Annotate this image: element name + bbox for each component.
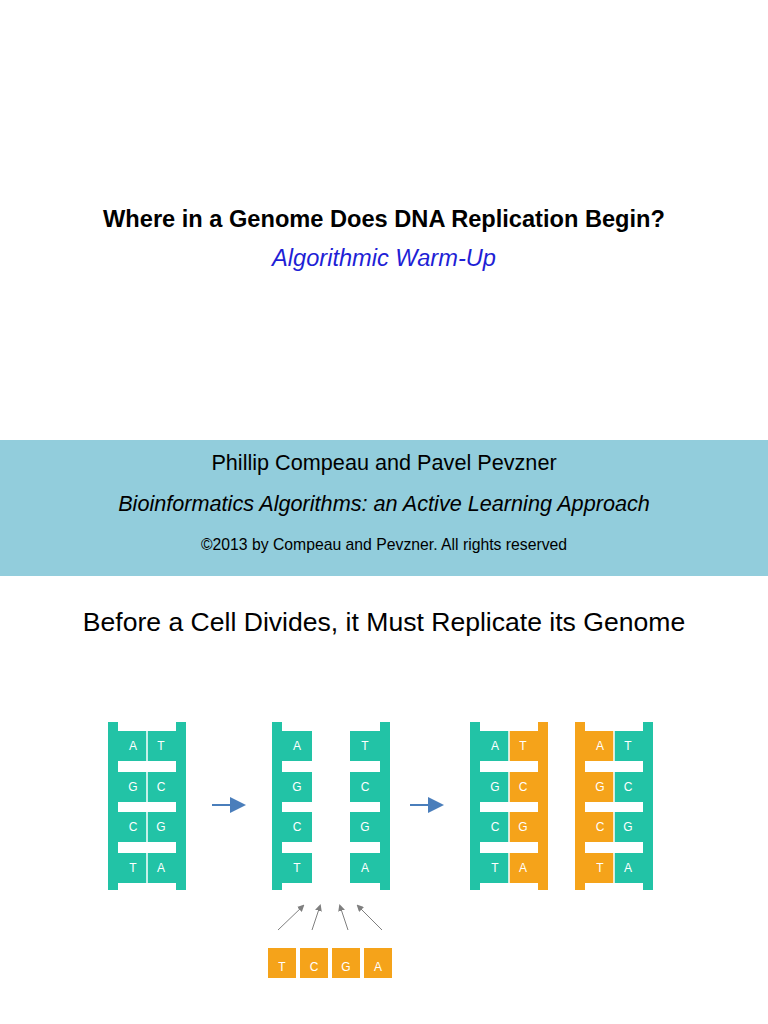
base-letter: C [618,780,638,794]
base-letter: C [123,820,143,834]
base-letter: T [355,739,375,753]
base-block [147,772,176,802]
pair-split [508,853,510,883]
base-letter: G [485,780,505,794]
base-letter: G [336,960,356,974]
base-block [585,772,614,802]
base-block [480,731,509,761]
base-letter: A [123,739,143,753]
base-block [480,853,509,883]
base-letter: C [304,960,324,974]
base-block [509,772,538,802]
base-block [350,853,380,883]
band-text: Phillip Compeau and Pavel Pevzner [0,450,768,476]
base-block [268,948,296,978]
base-block [118,772,147,802]
base-block [509,731,538,761]
pair-split [613,731,615,761]
base-letter: A [287,739,307,753]
pair-split [146,853,148,883]
base-letter: T [123,861,143,875]
base-block [509,853,538,883]
base-letter: C [355,780,375,794]
base-letter: G [355,820,375,834]
base-block [118,812,147,842]
base-letter: G [618,820,638,834]
pair-split [613,772,615,802]
base-block [614,853,643,883]
base-letter: T [590,861,610,875]
base-letter: A [618,861,638,875]
base-block [480,812,509,842]
base-letter: A [590,739,610,753]
base-block [332,948,360,978]
pair-split [146,772,148,802]
pair-split [508,812,510,842]
author-band: Phillip Compeau and Pavel PevznerBioinfo… [0,440,768,576]
slide-title: Where in a Genome Does DNA Replication B… [0,206,768,233]
base-block [118,731,147,761]
base-block [118,853,147,883]
base-block [585,853,614,883]
base-block [585,731,614,761]
base-block [147,731,176,761]
base-letter: C [287,820,307,834]
base-letter: C [590,820,610,834]
base-block [585,812,614,842]
base-letter: C [513,780,533,794]
pair-split [146,731,148,761]
base-block [147,853,176,883]
base-letter: C [151,780,171,794]
pair-split [613,853,615,883]
base-block [282,731,312,761]
base-letter: A [355,861,375,875]
base-letter: G [123,780,143,794]
base-letter: A [485,739,505,753]
base-letter: G [287,780,307,794]
base-letter: C [485,820,505,834]
base-letter: A [368,960,388,974]
pair-split [508,731,510,761]
slide-subtitle: Algorithmic Warm-Up [0,245,768,272]
slide-heading: Before a Cell Divides, it Must Replicate… [0,607,768,638]
base-letter: T [485,861,505,875]
base-block [147,812,176,842]
base-block [614,812,643,842]
base-letter: T [272,960,292,974]
base-letter: G [151,820,171,834]
base-block [300,948,328,978]
pair-split [146,812,148,842]
base-letter: T [513,739,533,753]
base-block [364,948,392,978]
band-text: ©2013 by Compeau and Pevzner. All rights… [0,536,768,554]
base-letter: T [287,861,307,875]
base-letter: T [618,739,638,753]
base-block [282,853,312,883]
base-block [282,772,312,802]
base-letter: A [151,861,171,875]
base-block [509,812,538,842]
base-block [614,772,643,802]
base-block [282,812,312,842]
base-block [350,731,380,761]
base-letter: T [151,739,171,753]
band-text: Bioinformatics Algorithms: an Active Lea… [0,491,768,517]
base-letter: A [513,861,533,875]
base-block [614,731,643,761]
base-block [350,812,380,842]
base-letter: G [590,780,610,794]
base-block [350,772,380,802]
pair-split [508,772,510,802]
base-block [480,772,509,802]
pair-split [613,812,615,842]
base-letter: G [513,820,533,834]
